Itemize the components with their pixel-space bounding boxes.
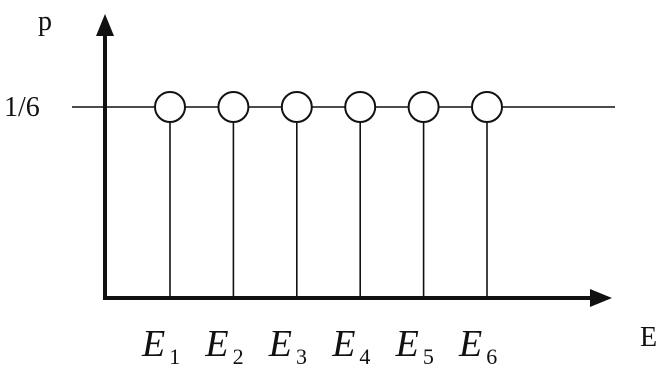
stem-marker-5 xyxy=(407,91,440,123)
stem-marker-4 xyxy=(344,91,377,123)
stem-marker-1 xyxy=(154,91,186,123)
x-axis-arrow-icon xyxy=(590,289,612,307)
y-axis-label: p xyxy=(38,6,52,37)
x-axis-label: E xyxy=(640,322,657,353)
stem-marker-6 xyxy=(471,91,503,123)
stem-marker-3 xyxy=(280,91,313,123)
y-tick-label: 1/6 xyxy=(4,92,40,123)
stem-marker-2 xyxy=(217,91,250,123)
y-axis-arrow-icon xyxy=(96,14,114,36)
axes xyxy=(72,14,615,307)
stems-group xyxy=(154,91,503,298)
